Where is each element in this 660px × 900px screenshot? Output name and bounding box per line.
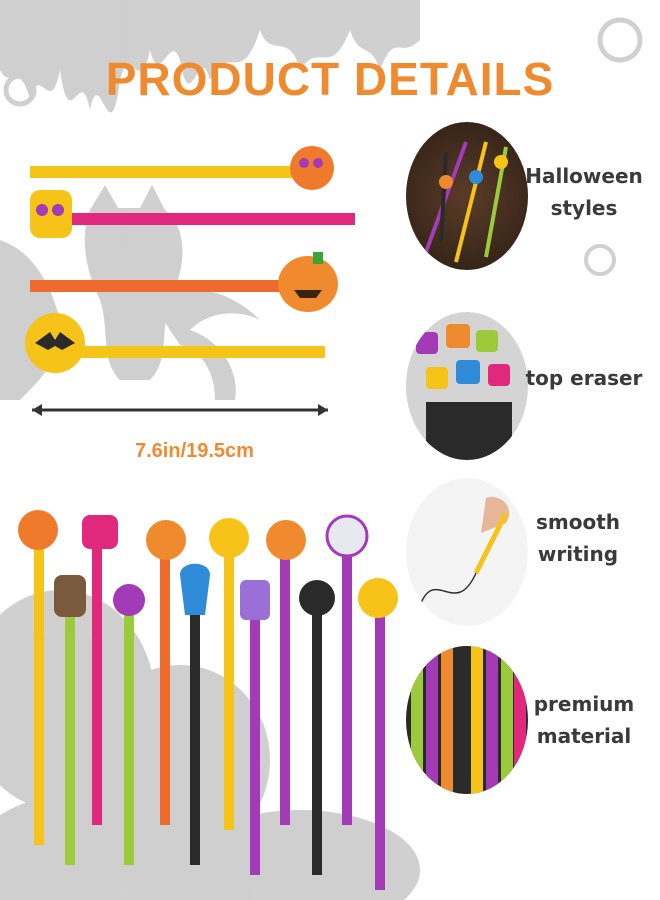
- pencil-orange: [30, 280, 300, 292]
- feature-label-halloween-styles: Halloween styles: [525, 164, 643, 220]
- hand-writing-icon: [420, 497, 510, 604]
- pencil-yellow: [30, 166, 320, 178]
- feature-photo-smooth-writing: [406, 478, 528, 626]
- pencil-pink: [55, 213, 355, 225]
- spider-eraser-icon: [290, 146, 334, 190]
- pencil-bundle-icon: [424, 141, 508, 263]
- feature-photo-top-eraser: [406, 312, 528, 460]
- page-title: PRODUCT DETAILS: [105, 53, 555, 105]
- pencil-yellow-2: [70, 346, 325, 358]
- feature-photo-premium-material: [406, 646, 528, 794]
- feature-photo-halloween-styles: [406, 122, 528, 270]
- eraser-cup-icon: [416, 324, 512, 460]
- feature-label-top-eraser: top eraser: [525, 366, 643, 390]
- pencil-stripes-icon: [411, 646, 526, 794]
- feature-label-premium-material: premium material: [533, 692, 635, 748]
- feature-label-smooth-writing: smooth writing: [535, 510, 621, 566]
- pumpkin-eraser-icon: [278, 252, 338, 312]
- bat-eraser-icon: [25, 313, 85, 373]
- owl-eraser-icon: [30, 190, 72, 238]
- dimension-label: 7.6in/19.5cm: [135, 440, 254, 462]
